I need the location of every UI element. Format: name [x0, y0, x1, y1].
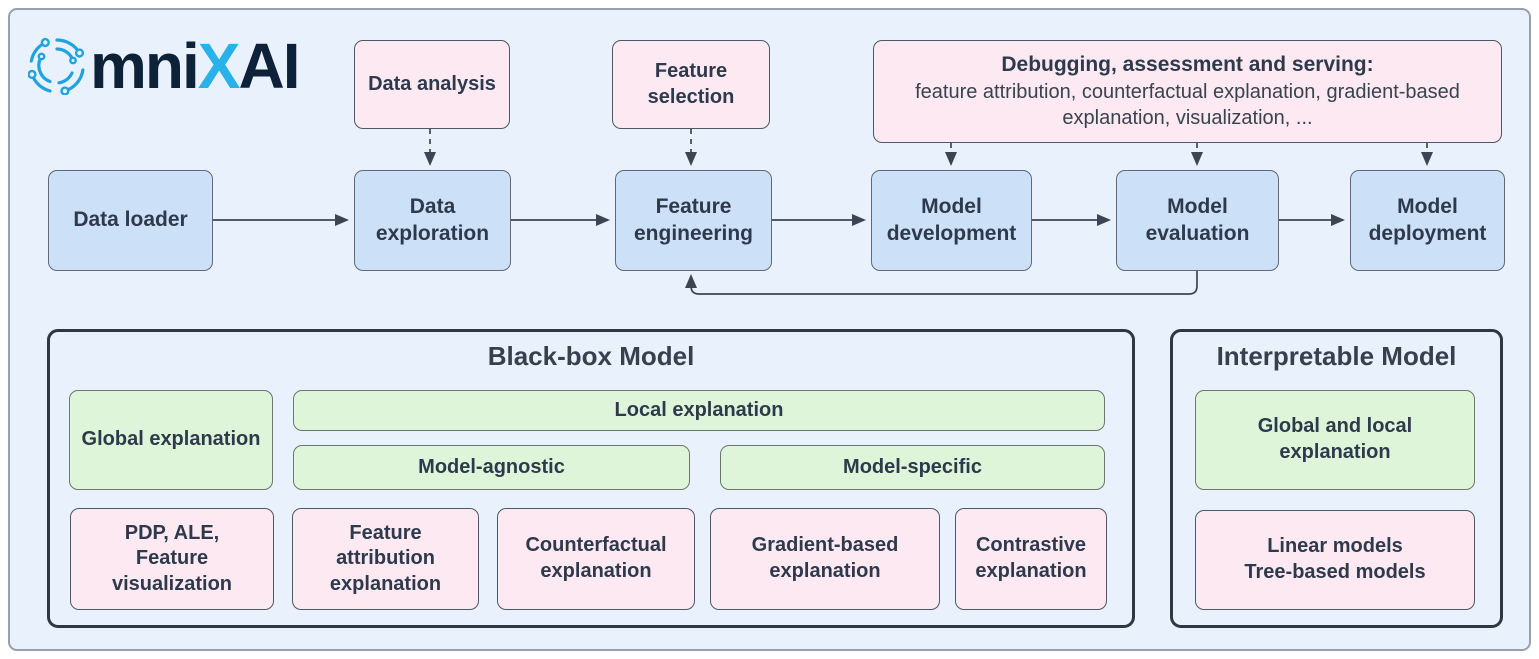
feature-attribution-explanation-box: Feature attribution explanation: [292, 508, 479, 610]
debugging-box-title: Debugging, assessment and serving:: [1001, 53, 1374, 77]
logo-text-x: X: [197, 30, 241, 102]
stage-model-development: Model development: [871, 170, 1032, 271]
stage-model-evaluation: Model evaluation: [1116, 170, 1279, 271]
model-specific-box: Model-specific: [720, 445, 1105, 490]
global-and-local-explanation-box: Global and local explanation: [1195, 390, 1475, 490]
omnixai-circuit-o-icon: [28, 37, 85, 95]
stage-feature-engineering: Feature engineering: [615, 170, 772, 271]
stage-model-deployment: Model deployment: [1350, 170, 1505, 271]
local-explanation-box: Local explanation: [293, 390, 1105, 431]
black-box-model-title: Black-box Model: [487, 341, 695, 371]
linear-tree-models-box: Linear models Tree-based models: [1195, 510, 1475, 610]
logo-text-ai: AI: [238, 30, 300, 102]
black-box-model-panel: Black-box Model: [47, 329, 1135, 628]
omnixai-logo-text: mniXAI: [90, 34, 300, 98]
debugging-assessment-serving-box: Debugging, assessment and serving: featu…: [873, 40, 1502, 143]
stage-data-exploration: Data exploration: [354, 170, 511, 271]
interpretable-model-panel: Interpretable Model: [1170, 329, 1503, 628]
contrastive-explanation-box: Contrastive explanation: [955, 508, 1107, 610]
feature-selection-box: Feature selection: [612, 40, 770, 129]
logo-text-mni: mni: [90, 30, 200, 102]
data-analysis-box: Data analysis: [354, 40, 510, 129]
model-agnostic-box: Model-agnostic: [293, 445, 690, 490]
interpretable-model-title: Interpretable Model: [1216, 341, 1457, 371]
gradient-based-explanation-box: Gradient-based explanation: [710, 508, 940, 610]
stage-data-loader: Data loader: [48, 170, 213, 271]
global-explanation-box: Global explanation: [69, 390, 273, 490]
counterfactual-explanation-box: Counterfactual explanation: [497, 508, 695, 610]
pdp-ale-feature-visualization-box: PDP, ALE, Feature visualization: [70, 508, 274, 610]
debugging-box-body: feature attribution, counterfactual expl…: [915, 80, 1460, 129]
omnixai-logo: mniXAI: [28, 34, 300, 98]
